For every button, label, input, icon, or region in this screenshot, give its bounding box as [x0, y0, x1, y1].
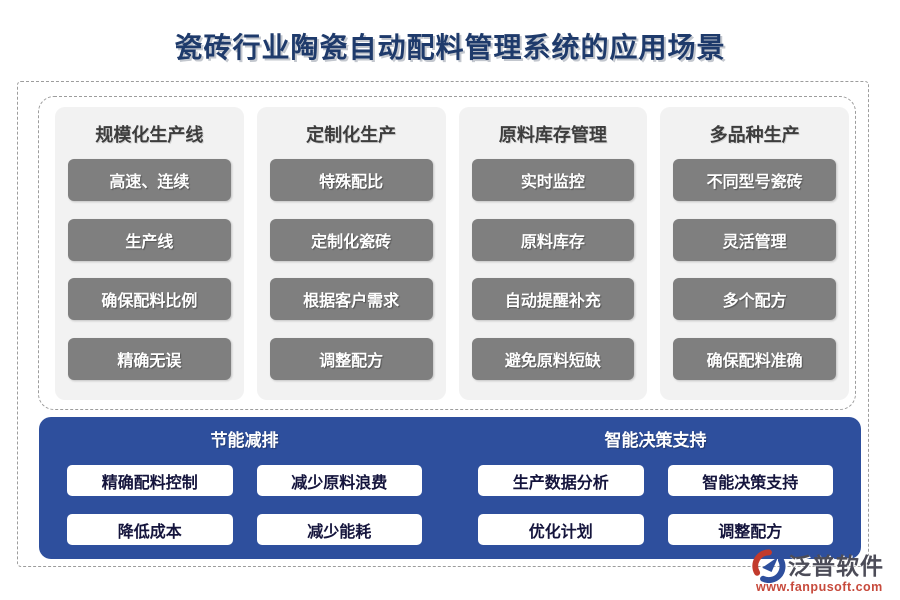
- benefits-panel: 节能减排 精确配料控制 减少原料浪费 降低成本 减少能耗 智能决策支持 生产数据…: [39, 417, 861, 559]
- card-item: 确保配料准确: [673, 337, 836, 380]
- watermark-row: 泛普软件: [752, 549, 888, 583]
- benefit-item: 减少能耗: [256, 514, 422, 545]
- card-item: 生产线: [68, 218, 231, 261]
- benefit-item: 调整配方: [667, 514, 833, 545]
- card-item: 精确无误: [68, 337, 231, 380]
- outer-dashed-border: [17, 81, 869, 567]
- card-item: 自动提醒补充: [471, 278, 635, 321]
- card-header: 多品种生产: [709, 125, 800, 145]
- card-item: 定制化瓷砖: [269, 218, 433, 261]
- scenario-card-custom-production: 定制化生产 特殊配比 定制化瓷砖 根据客户需求 调整配方: [256, 107, 446, 400]
- card-item: 原料库存: [471, 218, 635, 261]
- card-header: 规模化生产线: [95, 125, 204, 145]
- benefit-item: 降低成本: [67, 514, 233, 545]
- inner-dashed-border: [38, 96, 856, 410]
- benefit-item: 精确配料控制: [67, 465, 233, 496]
- card-header: 定制化生产: [306, 125, 397, 145]
- fanpu-logo-icon: [752, 549, 786, 583]
- benefit-items: 生产数据分析 智能决策支持 优化计划 调整配方: [478, 465, 833, 545]
- scenario-card-multi-variety-production: 多品种生产 不同型号瓷砖 灵活管理 多个配方 确保配料准确: [660, 107, 849, 400]
- scenario-cards-row: 规模化生产线 高速、连续 生产线 确保配料比例 精确无误 定制化生产 特殊配比 …: [55, 107, 849, 400]
- card-item: 根据客户需求: [269, 278, 433, 321]
- watermark-url: www.fanpusoft.com: [756, 580, 883, 594]
- card-items: 不同型号瓷砖 灵活管理 多个配方 确保配料准确: [673, 159, 836, 380]
- card-item: 不同型号瓷砖: [673, 159, 836, 201]
- benefit-header: 节能减排: [210, 431, 279, 450]
- watermark: 泛普软件 www.fanpusoft.com: [752, 549, 888, 594]
- card-item: 实时监控: [471, 159, 635, 201]
- watermark-brand: 泛普软件: [788, 552, 884, 579]
- card-item: 多个配方: [673, 278, 836, 321]
- card-item: 确保配料比例: [68, 278, 231, 321]
- card-items: 特殊配比 定制化瓷砖 根据客户需求 调整配方: [269, 159, 433, 380]
- benefit-section-energy-saving: 节能减排 精确配料控制 减少原料浪费 降低成本 减少能耗: [39, 417, 450, 559]
- benefit-item: 智能决策支持: [667, 465, 833, 496]
- card-items: 高速、连续 生产线 确保配料比例 精确无误: [68, 159, 231, 380]
- scenario-card-scale-production: 规模化生产线 高速、连续 生产线 确保配料比例 精确无误: [55, 107, 244, 400]
- card-header: 原料库存管理: [498, 125, 607, 145]
- benefit-header: 智能决策支持: [604, 431, 707, 450]
- benefit-item: 生产数据分析: [478, 465, 644, 496]
- card-item: 调整配方: [269, 337, 433, 380]
- benefit-section-smart-decision: 智能决策支持 生产数据分析 智能决策支持 优化计划 调整配方: [450, 417, 861, 559]
- card-item: 特殊配比: [269, 159, 433, 201]
- scenario-card-inventory-management: 原料库存管理 实时监控 原料库存 自动提醒补充 避免原料短缺: [458, 107, 648, 400]
- benefit-items: 精确配料控制 减少原料浪费 降低成本 减少能耗: [67, 465, 422, 545]
- benefit-item: 减少原料浪费: [256, 465, 422, 496]
- page-title: 瓷砖行业陶瓷自动配料管理系统的应用场景: [174, 32, 726, 63]
- card-item: 避免原料短缺: [471, 337, 635, 380]
- card-items: 实时监控 原料库存 自动提醒补充 避免原料短缺: [471, 159, 635, 380]
- benefit-item: 优化计划: [478, 514, 644, 545]
- card-item: 高速、连续: [68, 159, 231, 201]
- card-item: 灵活管理: [673, 218, 836, 261]
